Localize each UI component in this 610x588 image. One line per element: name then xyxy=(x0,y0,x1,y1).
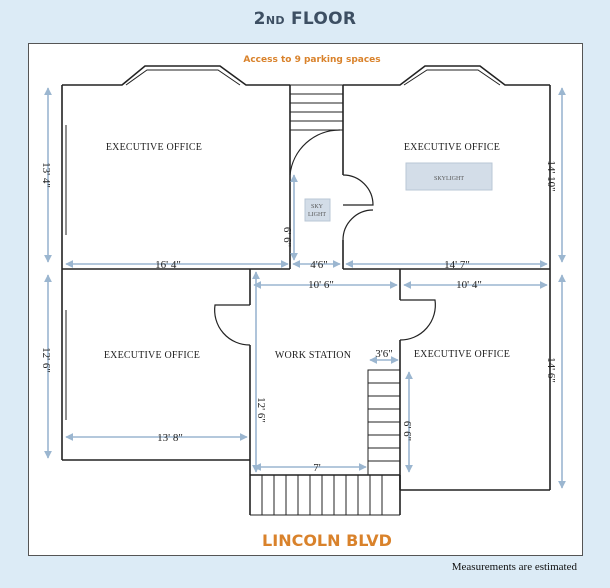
dimension-lines xyxy=(44,87,566,489)
parking-note: Access to 9 parking spaces xyxy=(243,55,380,65)
dim-bottom-left-width: 13' 8" xyxy=(157,432,183,444)
skylight-large-label: SKYLIGHT xyxy=(434,176,464,182)
dim-top-left-height: 13' 4" xyxy=(40,162,52,188)
floor-word: FLOOR xyxy=(290,9,357,29)
stairs-top xyxy=(289,84,344,131)
skylight-small-label-1: SKY xyxy=(311,204,324,210)
street-name: LINCOLN BLVD xyxy=(262,531,392,550)
dim-stair-height: 6' 6" xyxy=(401,421,413,441)
room-label-bottom-left: EXECUTIVE OFFICE xyxy=(104,350,200,361)
dim-work-station-bottom: 7' xyxy=(313,462,321,474)
dim-top-right-width: 14' 7" xyxy=(444,259,470,271)
room-label-bottom-right: EXECUTIVE OFFICE xyxy=(414,349,510,360)
stairs-bottom xyxy=(250,475,400,516)
dim-bottom-right-height: 14' 6" xyxy=(545,357,557,383)
skylight-small xyxy=(304,198,331,222)
dim-top-left-width: 16' 4" xyxy=(155,259,181,271)
skylight-small-label-2: LIGHT xyxy=(308,212,326,218)
dim-bottom-left-height: 12' 6" xyxy=(40,347,52,373)
floor-suffix: ND xyxy=(265,14,285,27)
room-label-work-station: WORK STATION xyxy=(275,350,351,361)
skylight-large xyxy=(405,162,493,191)
floor-title: 2ND FLOOR xyxy=(0,9,610,29)
dim-work-station-width: 10' 6" xyxy=(308,279,334,291)
dim-work-station-height: 12' 6" xyxy=(255,397,267,423)
dim-bottom-right-width: 10' 4" xyxy=(456,279,482,291)
dim-stair-width: 3'6" xyxy=(375,348,392,360)
room-label-top-left: EXECUTIVE OFFICE xyxy=(106,142,202,153)
floor-number: 2 xyxy=(253,9,266,29)
doors xyxy=(214,129,436,346)
room-label-top-right: EXECUTIVE OFFICE xyxy=(404,142,500,153)
dim-corridor-width: 4'6" xyxy=(310,259,327,271)
dim-corridor-height: 6' 6" xyxy=(281,227,293,247)
footnote: Measurements are estimated xyxy=(451,561,577,573)
stairs-middle xyxy=(367,369,401,476)
dim-top-right-height: 14' 10" xyxy=(545,160,557,191)
